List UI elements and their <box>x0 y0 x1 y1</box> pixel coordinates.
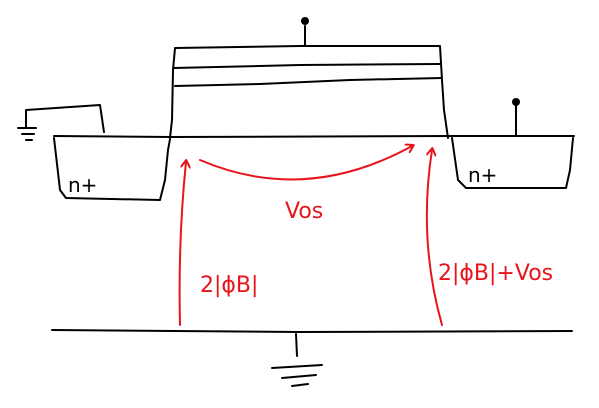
source-potential-arrow <box>178 162 186 326</box>
substrate-bottom-line <box>51 329 573 333</box>
source-n-well <box>53 137 171 201</box>
channel-voltage-arrow <box>199 146 412 181</box>
drain-n-well <box>451 137 574 189</box>
gate-oxide-top <box>173 63 441 69</box>
gate-oxide-bottom <box>174 77 443 87</box>
source-ground-icon <box>17 127 37 141</box>
source-potential-label: 2|ϕB| <box>200 273 258 298</box>
gate-terminal-node <box>301 17 309 25</box>
gate-stack <box>169 45 449 139</box>
source-n-label: n+ <box>68 173 97 197</box>
drain-n-label: n+ <box>468 163 497 187</box>
channel-voltage-label: Vos <box>285 199 323 224</box>
drain-terminal-node <box>512 98 520 106</box>
drain-potential-label: 2|ϕB|+Vos <box>438 261 553 286</box>
drain-potential-arrow <box>425 150 443 326</box>
body-terminal-wire <box>295 333 298 357</box>
source-terminal-wire <box>25 104 105 133</box>
substrate-surface-line <box>53 135 575 138</box>
body-ground-icon <box>271 364 323 387</box>
